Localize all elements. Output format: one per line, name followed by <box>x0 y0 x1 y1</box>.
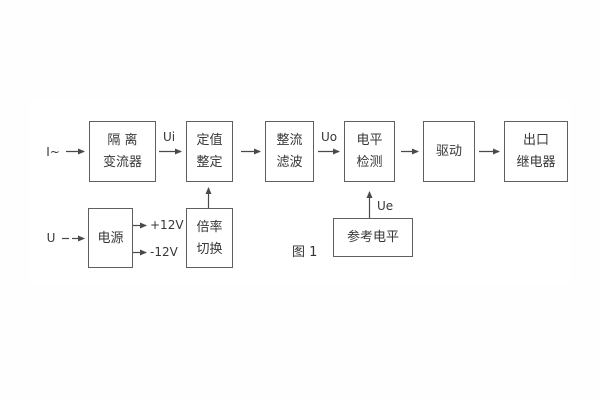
node-label: 出口 <box>522 133 549 148</box>
signal-ue: Ue <box>377 199 394 213</box>
node-setting-adjust: 定值 整定 <box>186 121 233 182</box>
signal-ui: Ui <box>162 130 176 144</box>
node-label: 定值 <box>196 133 223 148</box>
signal-minus-12v: -12V <box>150 245 178 259</box>
figure-caption: 图 1 <box>292 245 318 260</box>
node-reference-level: 参考电平 <box>333 218 413 257</box>
node-label: 检测 <box>356 155 383 170</box>
node-level-detect: 电平 检测 <box>344 121 395 182</box>
node-label: 参考电平 <box>346 230 399 245</box>
signal-input-voltage: U <box>46 231 56 245</box>
signal-uo: Uo <box>320 130 338 144</box>
node-rectify-filter: 整流 滤波 <box>265 121 314 182</box>
node-label: 切换 <box>196 241 223 257</box>
node-label: 整定 <box>196 155 223 170</box>
node-label: 电平 <box>356 133 383 148</box>
node-isolation-transformer: 隔 离 变流器 <box>89 121 156 182</box>
node-output-relay: 出口 继电器 <box>504 121 568 182</box>
node-label: 驱动 <box>435 144 462 159</box>
node-label: 电源 <box>97 230 124 246</box>
node-label: 变流器 <box>102 155 142 170</box>
node-drive: 驱动 <box>423 121 475 182</box>
node-label: 倍率 <box>196 219 223 235</box>
node-label: 继电器 <box>516 155 556 170</box>
node-multiplier-switch: 倍率 切换 <box>186 208 233 268</box>
signal-input-current: I~ <box>46 145 60 159</box>
node-label: 隔 离 <box>107 133 138 148</box>
signal-plus-12v: +12V <box>150 218 184 232</box>
node-label: 滤波 <box>276 155 303 170</box>
node-label: 整流 <box>276 133 303 148</box>
node-power-supply: 电源 <box>88 208 133 268</box>
